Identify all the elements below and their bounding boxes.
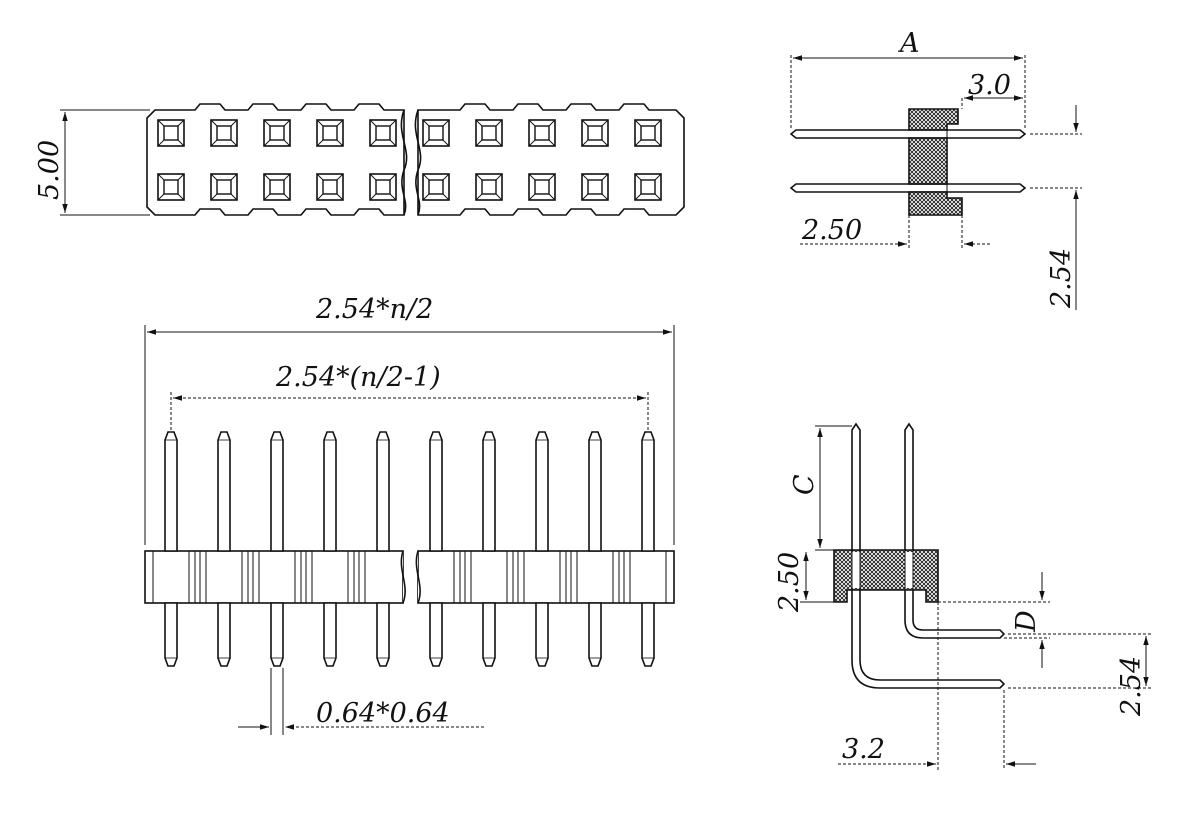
- pin-hole: [475, 173, 503, 201]
- label-pin-size: 0.64*0.64: [316, 698, 450, 729]
- pin-hole: [422, 119, 450, 147]
- label-inner-width: 2.54*(n/2-1): [275, 362, 441, 393]
- pin: [164, 431, 178, 667]
- pin-hole: [210, 119, 238, 147]
- pin-hole: [157, 173, 185, 201]
- pin: [376, 431, 390, 667]
- pin: [323, 431, 337, 667]
- pin-hole: [528, 119, 556, 147]
- pin: [641, 431, 655, 667]
- pin-hole: [475, 119, 503, 147]
- pin: [588, 431, 602, 667]
- label-total-width: 2.54*n/2: [315, 294, 433, 325]
- pin-hole: [263, 173, 291, 201]
- pin-hole: [210, 173, 238, 201]
- pin-hole: [634, 173, 662, 201]
- housing-segments: [152, 551, 667, 603]
- pin: [270, 431, 284, 667]
- label-height-500: 5.00: [34, 140, 65, 200]
- label-2-50-ra: 2.50: [774, 552, 805, 613]
- label-3-0: 3.0: [968, 70, 1011, 101]
- pin: [429, 431, 443, 667]
- top-view: 5.00: [34, 103, 685, 216]
- pin-row: [164, 431, 655, 667]
- label-2-54-ra: 2.54: [1116, 656, 1147, 717]
- label-3-2: 3.2: [842, 734, 885, 765]
- pin: [217, 431, 231, 667]
- label-2-54-side: 2.54: [1046, 248, 1077, 309]
- label-D: D: [1011, 610, 1042, 633]
- label-A: A: [897, 28, 920, 59]
- pin-hole: [581, 173, 609, 201]
- pin: [535, 431, 549, 667]
- side-view: A 3.0 2.50 2.54: [789, 28, 1082, 310]
- pin-hole: [263, 119, 291, 147]
- pin-hole: [634, 119, 662, 147]
- pin-hole-grid: [157, 119, 662, 201]
- pin-hole: [316, 119, 344, 147]
- pin: [482, 431, 496, 667]
- pin-hole: [581, 119, 609, 147]
- pin-hole: [157, 119, 185, 147]
- pin-hole: [422, 173, 450, 201]
- pin-hole: [369, 119, 397, 147]
- front-view: 2.54*n/2 2.54*(n/2-1) 0.64*0.64: [144, 294, 675, 735]
- pin-hole: [528, 173, 556, 201]
- pin-hole: [316, 173, 344, 201]
- label-2-50-side: 2.50: [801, 215, 862, 246]
- right-angle-view: C 2.50 D 2.54 3.2: [774, 422, 1152, 770]
- pin-hole: [369, 173, 397, 201]
- label-C: C: [789, 474, 820, 495]
